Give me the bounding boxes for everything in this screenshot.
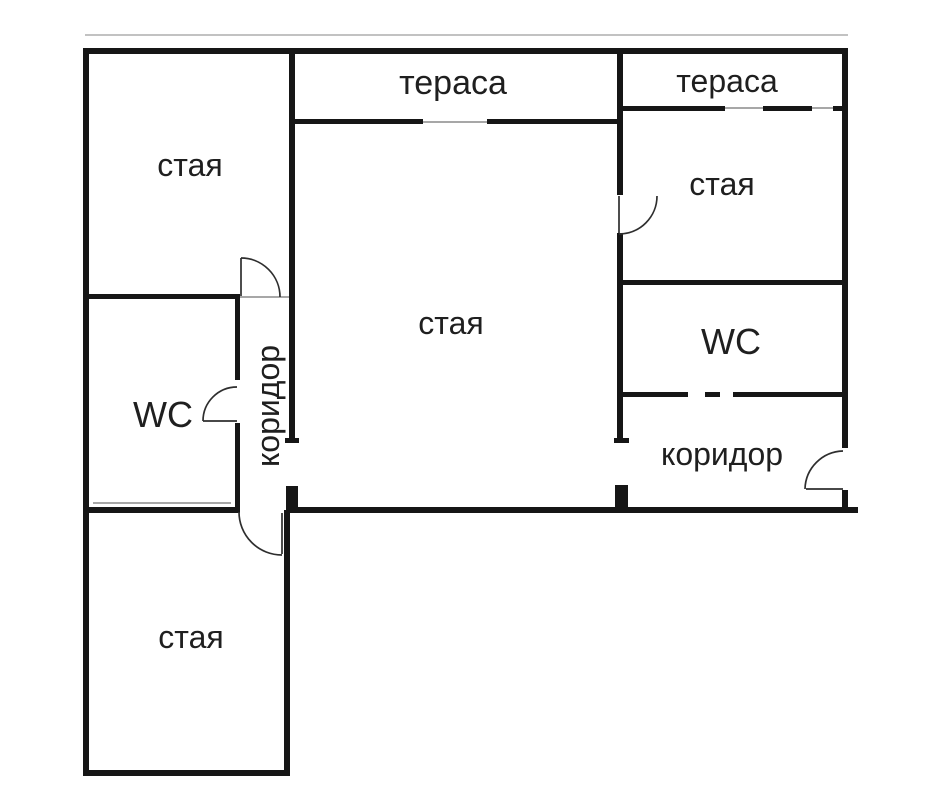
wall-left-outer bbox=[83, 48, 89, 776]
wall-terrace-right-bottom-seg1 bbox=[618, 106, 725, 111]
label-wc-right: WC bbox=[701, 321, 761, 362]
label-terrace-center: тераса bbox=[399, 64, 507, 102]
label-room-top-left: стая bbox=[157, 147, 222, 183]
door-arc-room-bottom-left bbox=[238, 511, 283, 556]
door-arc-corridor-right bbox=[804, 450, 844, 490]
wall-wc-left-right-upper bbox=[235, 294, 240, 380]
wall-terrace-center-bottom-right bbox=[487, 119, 622, 124]
door-jamb-left bbox=[286, 486, 298, 513]
label-room-center: стая bbox=[418, 305, 483, 341]
wall-corridor-left-right bbox=[289, 48, 295, 443]
wall-wc-left-right-lower bbox=[235, 423, 240, 513]
wall-right-outer-upper bbox=[842, 48, 848, 448]
door-arc-wc-left bbox=[202, 386, 238, 422]
label-wc-left: WC bbox=[133, 394, 193, 435]
wall-wc-right-bottom-seg1 bbox=[618, 392, 688, 397]
wall-bottom-long-left bbox=[83, 507, 237, 513]
label-corridor-right: коридор bbox=[661, 436, 783, 472]
wall-terrace-center-bottom-left bbox=[292, 119, 423, 124]
wall-room-bottom-left-bottom bbox=[83, 770, 290, 776]
room-labels: тераса тераса стая стая стая WC WC корид… bbox=[133, 63, 783, 655]
wall-center-right-upper bbox=[617, 48, 623, 195]
label-room-bottom-left: стая bbox=[158, 619, 223, 655]
door-arc-room-right bbox=[618, 195, 658, 235]
walls-vertical bbox=[83, 48, 848, 776]
doors bbox=[202, 195, 844, 556]
wall-center-right-lower bbox=[617, 233, 623, 438]
wall-center-right-endcap bbox=[614, 438, 629, 443]
wall-right-outer-lower bbox=[842, 490, 848, 513]
door-jamb-right bbox=[615, 485, 628, 513]
wall-corridor-left-endcap bbox=[285, 438, 299, 443]
walls-horizontal bbox=[83, 48, 858, 776]
wall-top-outer bbox=[83, 48, 848, 54]
label-terrace-right: тераса bbox=[676, 63, 778, 99]
wall-terrace-right-bottom-seg2 bbox=[763, 106, 812, 111]
door-arc-room-top-left bbox=[240, 257, 281, 298]
wall-room-right-bottom bbox=[618, 280, 848, 285]
wall-terrace-right-bottom-seg3 bbox=[833, 106, 848, 111]
label-room-right: стая bbox=[689, 166, 754, 202]
wall-wc-right-bottom-seg3 bbox=[733, 392, 848, 397]
wall-room-bottom-left-right bbox=[284, 510, 290, 776]
wall-wc-right-bottom-seg2 bbox=[705, 392, 720, 397]
wall-room-top-left-bottom bbox=[83, 294, 240, 299]
wall-bottom-long-right bbox=[287, 507, 858, 513]
label-corridor-left: коридор bbox=[250, 345, 286, 467]
